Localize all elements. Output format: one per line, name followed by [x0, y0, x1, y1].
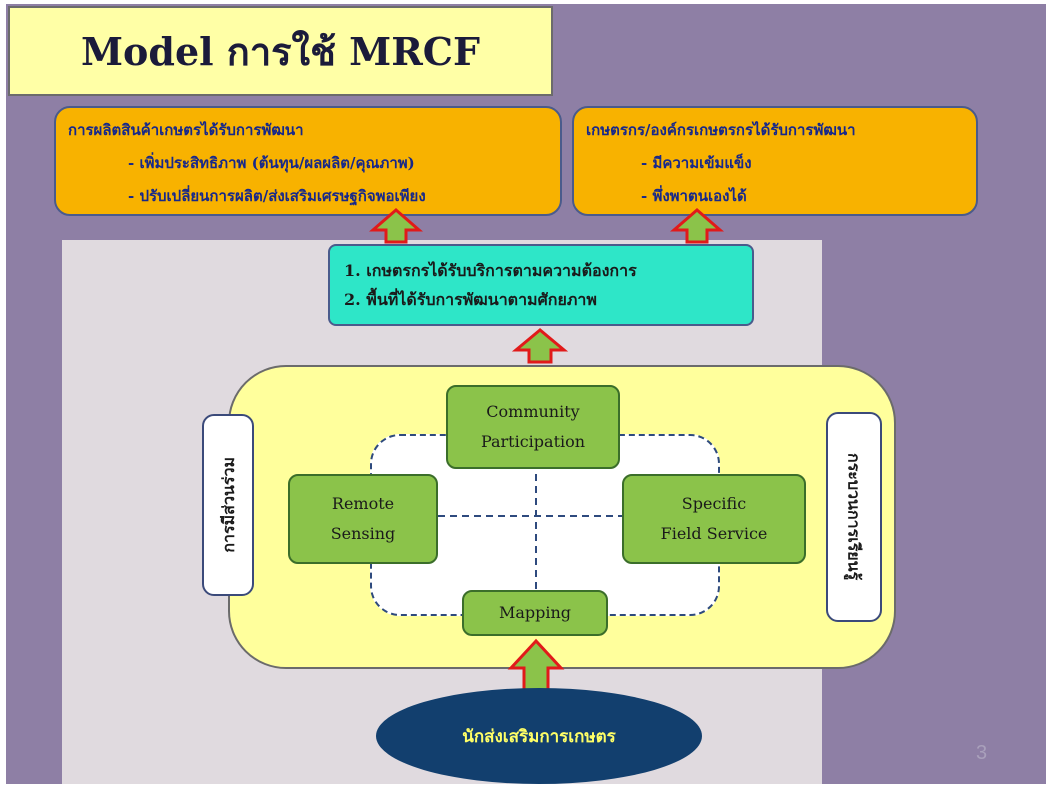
page-number: 3 — [976, 742, 988, 764]
outcome-item: - พึ่งพาตนเองได้ — [641, 187, 747, 205]
component-label: Sensing — [330, 524, 396, 543]
community-participation-box: Community Participation — [446, 385, 620, 469]
result-item: 1. เกษตรกรได้รับบริการตามความต้องการ — [344, 261, 637, 280]
title-box: Model การใช้ MRCF — [8, 6, 553, 96]
component-label: Participation — [480, 432, 586, 451]
component-label: Mapping — [498, 603, 572, 622]
side-label: การมีส่วนร่วม — [218, 457, 238, 553]
results-box: 1. เกษตรกรได้รับบริการตามความต้องการ 2. … — [328, 244, 754, 326]
specific-field-service-box: Specific Field Service — [622, 474, 806, 564]
component-label: Specific — [681, 494, 747, 513]
up-arrow-icon — [368, 208, 424, 244]
outcome-title: เกษตรกร/องค์กรเกษตรกรได้รับการพัฒนา — [586, 121, 856, 139]
outcome-item: - เพิ่มประสิทธิภาพ (ต้นทุน/ผลผลิต/คุณภาพ… — [128, 154, 415, 172]
remote-sensing-box: Remote Sensing — [288, 474, 438, 564]
extension-worker-label: นักส่งเสริมการเกษตร — [462, 726, 616, 747]
component-label: Field Service — [660, 524, 768, 543]
outcome-title: การผลิตสินค้าเกษตรได้รับการพัฒนา — [68, 121, 304, 139]
outcome-box-farmers: เกษตรกร/องค์กรเกษตรกรได้รับการพัฒนา - มี… — [572, 106, 978, 216]
side-label: กระบวนการเรียนรู้ — [844, 453, 864, 581]
component-label: Remote — [331, 494, 395, 513]
outcome-box-production: การผลิตสินค้าเกษตรได้รับการพัฒนา - เพิ่ม… — [54, 106, 562, 216]
extension-worker-oval: นักส่งเสริมการเกษตร — [376, 688, 702, 784]
up-arrow-icon — [669, 208, 725, 244]
slide-title: Model การใช้ MRCF — [80, 28, 481, 74]
side-label-learning-process: กระบวนการเรียนรู้ — [826, 412, 882, 622]
mapping-box: Mapping — [462, 590, 608, 636]
diagram-connectors — [368, 208, 725, 708]
outcome-item: - มีความเข้มแข็ง — [641, 154, 752, 172]
outcome-item: - ปรับเปลี่ยนการผลิต/ส่งเสริมเศรษฐกิจพอเ… — [128, 187, 426, 205]
result-item: 2. พื้นที่ได้รับการพัฒนาตามศักยภาพ — [344, 290, 597, 309]
up-arrow-icon — [511, 328, 569, 364]
component-label: Community — [486, 402, 580, 421]
side-label-participation: การมีส่วนร่วม — [202, 414, 254, 596]
slide: Model การใช้ MRCF การผลิตสินค้าเกษตรได้ร… — [6, 4, 1046, 784]
